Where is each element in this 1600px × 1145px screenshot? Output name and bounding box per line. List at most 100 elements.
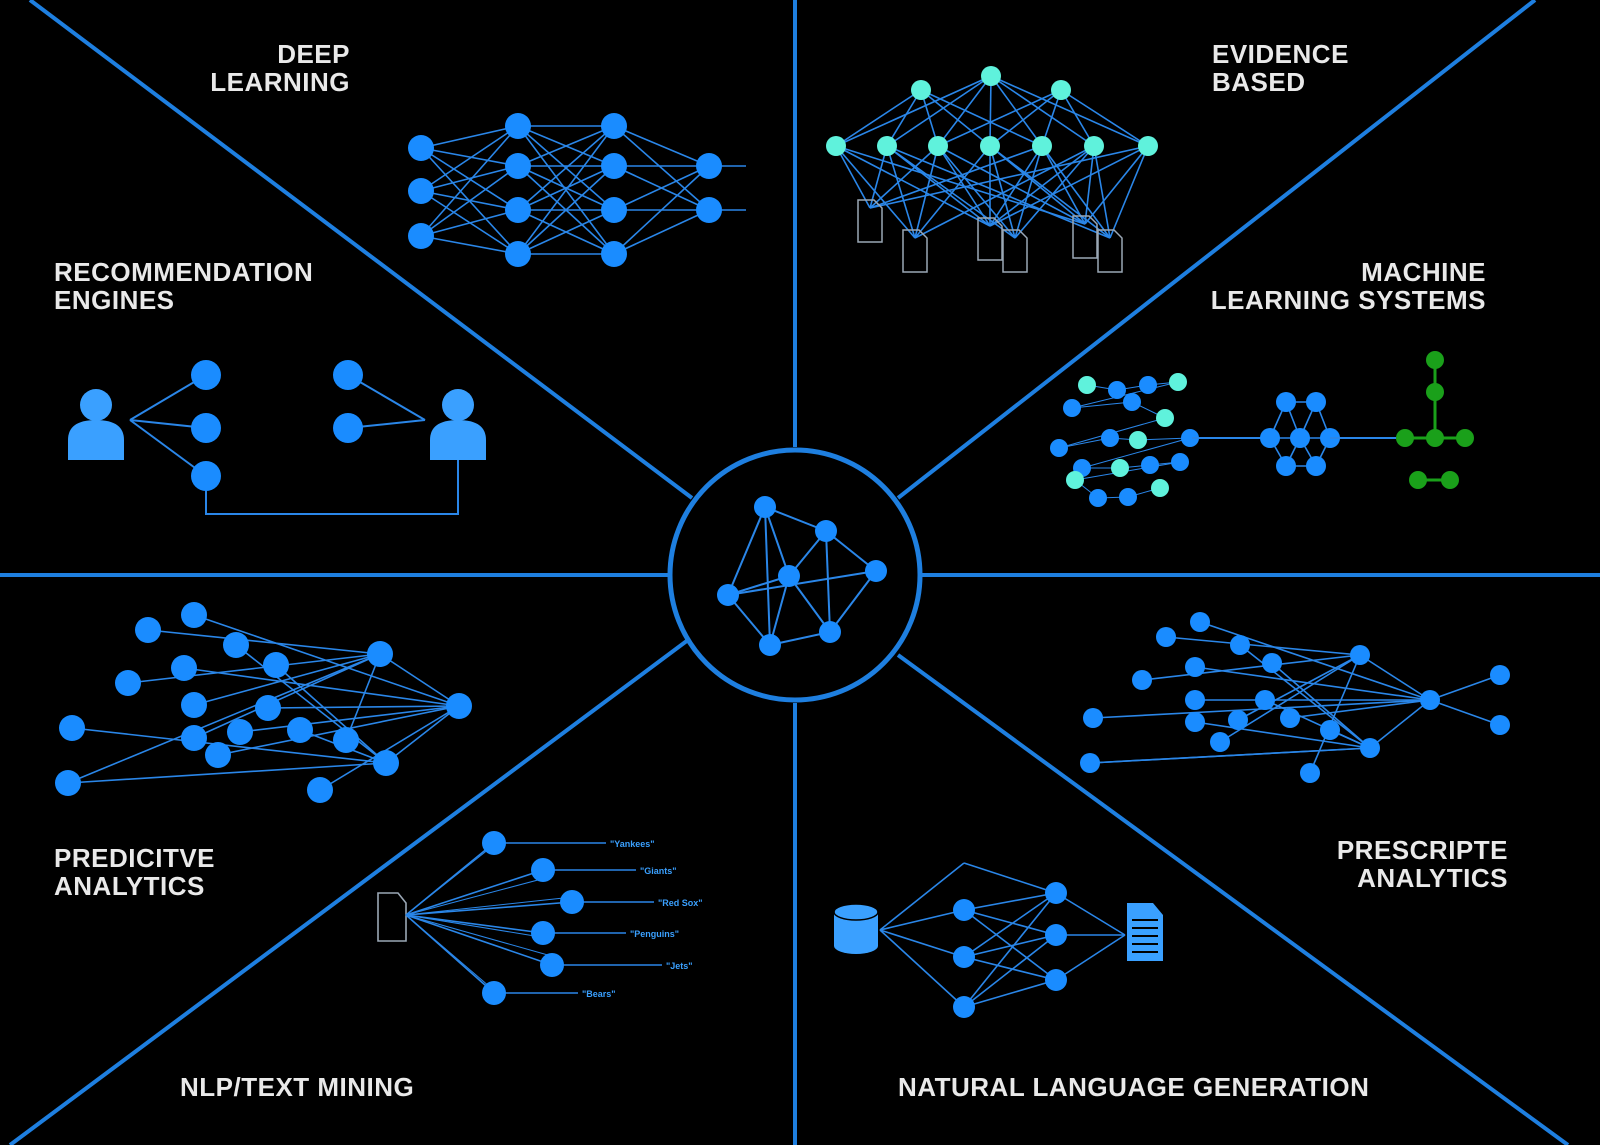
machine-learning-systems-label: MACHINE LEARNING SYSTEMS <box>1150 258 1486 314</box>
network-node <box>928 136 948 156</box>
edge-line <box>193 653 381 706</box>
edge-line <box>1071 381 1179 409</box>
network-node <box>1320 720 1340 740</box>
network-node <box>1108 381 1126 399</box>
edge-line <box>920 89 991 147</box>
network-node <box>717 584 739 606</box>
network-node <box>333 727 359 753</box>
edge-line <box>1309 654 1361 774</box>
edge-line <box>937 145 1016 239</box>
edge-line <box>235 644 387 764</box>
network-node <box>1456 429 1474 447</box>
edge-line <box>769 575 790 646</box>
network-node <box>953 996 975 1018</box>
edge-line <box>1041 145 1111 239</box>
edge-line <box>345 653 381 741</box>
network-node <box>505 153 531 179</box>
prescriptive-label-line1: PRESCRIPTE <box>1336 835 1508 865</box>
network-node <box>1101 429 1119 447</box>
predictive-label-line2: ANALYTICS <box>54 871 205 901</box>
edge-line <box>420 209 519 237</box>
network-node <box>1409 471 1427 489</box>
network-node <box>980 136 1000 156</box>
text-file-icon <box>1127 903 1163 961</box>
network-node <box>1441 471 1459 489</box>
network-node <box>1032 136 1052 156</box>
edge-line <box>613 165 710 255</box>
document-icon <box>902 229 928 273</box>
edge-line <box>420 235 519 255</box>
network-node <box>1490 665 1510 685</box>
edge-line <box>613 125 710 211</box>
network-node <box>333 413 363 443</box>
network-node <box>1119 488 1137 506</box>
edge-line <box>989 145 1149 227</box>
network-node <box>865 560 887 582</box>
network-node <box>1426 383 1444 401</box>
edge-line <box>727 570 877 596</box>
edge-line <box>517 209 615 255</box>
edge-line <box>963 892 1057 911</box>
edge-line <box>517 125 615 211</box>
document-icon <box>1002 229 1028 273</box>
edge-line <box>1199 621 1431 701</box>
edge-line <box>886 145 991 227</box>
term-label: "Bears" <box>582 989 616 999</box>
network-node <box>1185 690 1205 710</box>
edge-line <box>517 125 615 167</box>
network-node <box>505 197 531 223</box>
edge-line <box>1194 721 1371 749</box>
network-node <box>1396 429 1414 447</box>
edge-line <box>937 89 1062 147</box>
recommendation-network <box>68 360 486 515</box>
edge-line <box>963 979 1057 1008</box>
edge-line <box>420 125 519 192</box>
edge-line <box>990 75 1095 147</box>
network-node <box>181 725 207 751</box>
deep-learning-label-line2: LEARNING <box>210 67 350 97</box>
edge-line <box>1060 89 1149 147</box>
network-node <box>1228 710 1248 730</box>
network-node <box>482 831 506 855</box>
edge-line <box>1165 636 1361 656</box>
network-node <box>826 136 846 156</box>
prescriptive-analytics-label: PRESCRIPTE ANALYTICS <box>1250 836 1508 892</box>
network-node <box>1045 969 1067 991</box>
edge-line <box>1093 145 1111 239</box>
mls-label-line1: MACHINE <box>1361 257 1486 287</box>
evidence-based-label: EVIDENCE BASED <box>1212 40 1349 96</box>
edge-line <box>914 145 1095 239</box>
recommendation-label-line1: RECOMMENDATION <box>54 257 314 287</box>
network-node <box>1138 136 1158 156</box>
network-node <box>135 617 161 643</box>
evidence-based-label-line1: EVIDENCE <box>1212 39 1349 69</box>
edge-line <box>405 875 554 916</box>
evidence-based-network <box>826 66 1158 273</box>
edge-line <box>613 165 710 211</box>
network-node <box>1045 882 1067 904</box>
edge-line <box>989 89 1062 147</box>
network-node <box>953 899 975 921</box>
term-label: "Giants" <box>640 866 677 876</box>
edge-line <box>1429 699 1501 726</box>
network-node <box>227 719 253 745</box>
network-node <box>115 670 141 696</box>
network-node <box>1151 479 1169 497</box>
edge-line <box>963 892 1057 958</box>
network-node <box>1139 376 1157 394</box>
network-node <box>171 655 197 681</box>
mls-label-line2: LEARNING SYSTEMS <box>1210 285 1486 315</box>
edge-line <box>275 664 387 764</box>
edge-line <box>963 862 1057 894</box>
network-node <box>1210 732 1230 752</box>
predictive-label-line1: PREDICITVE <box>54 843 216 873</box>
central-hub <box>667 447 923 703</box>
edge-line <box>420 125 519 149</box>
network-node <box>1111 459 1129 477</box>
edge-line <box>319 705 460 791</box>
network-node <box>505 113 531 139</box>
network-node <box>1255 690 1275 710</box>
edge-line <box>405 869 544 916</box>
network-node <box>696 153 722 179</box>
